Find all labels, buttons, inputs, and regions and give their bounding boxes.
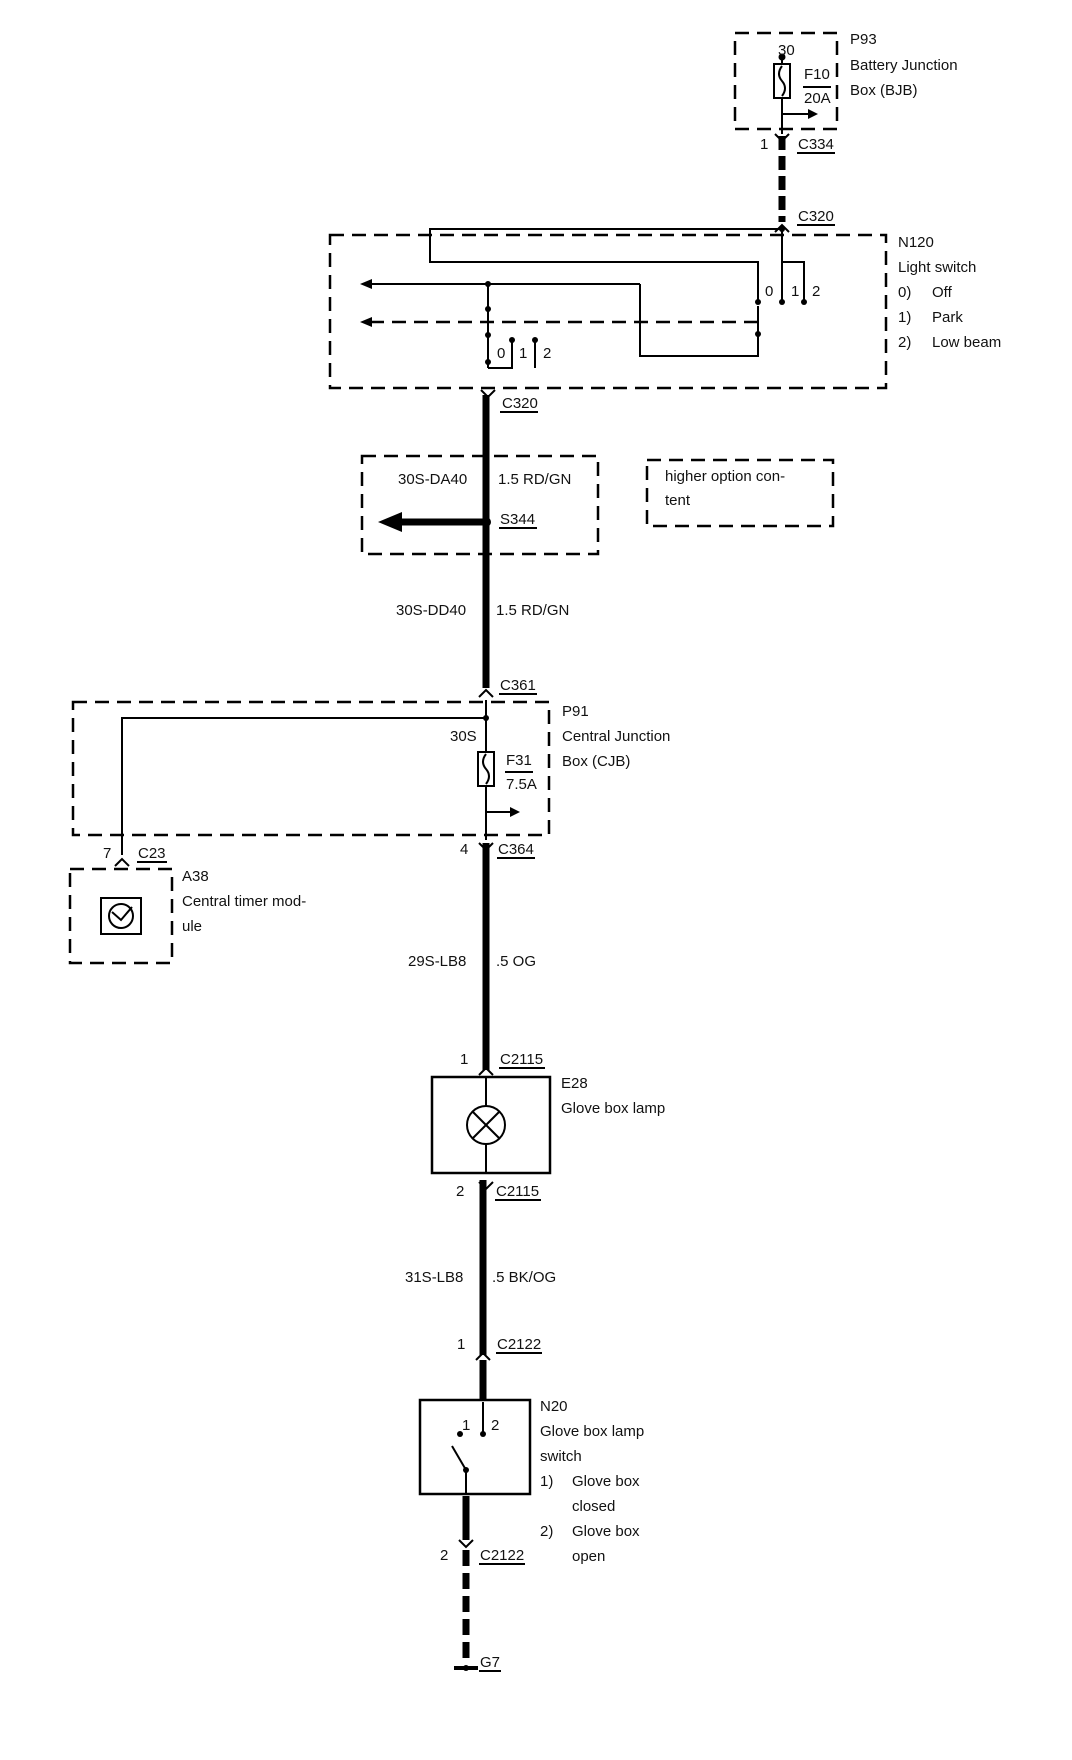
e28-glove-box-lamp: 1 C2115 E28 Glove box lamp 2 C2115 [430,1051,665,1201]
p93-pin: 1 [760,136,768,153]
e28-connector-top: C2115 [500,1051,543,1068]
n20-state0-line1: Glove box [572,1473,640,1490]
timer-module-icon [100,897,142,935]
p93-battery-junction-box: 30 F10 20A P93 Battery Junction Box (BJB… [733,31,958,154]
splice-wire: 1.5 RD/GN [498,471,571,488]
31s-wire: .5 BK/OG [492,1269,556,1286]
splice-id: S344 [500,511,535,528]
n120-lower-pos0: 0 [497,345,505,362]
splice-circuit: 30S-DA40 [398,471,467,488]
wire-31s-lb8-labels: 31S-LB8 .5 BK/OG [405,1269,556,1286]
n120-id: N120 [898,234,934,251]
p91-name-line1: Central Junction [562,728,670,745]
n20-contact2: 2 [491,1417,499,1434]
a38-pin: 7 [103,845,111,862]
n20-state1-line1: Glove box [572,1523,640,1540]
n120-state2-label: Low beam [932,334,1001,351]
a38-name-line1: Central timer mod- [182,893,306,910]
fuse-icon [477,751,495,787]
arrow-icon [782,109,818,119]
e28-pin-bottom: 2 [456,1183,464,1200]
p91-rating: 7.5A [506,776,537,793]
ground-icon [454,1665,478,1671]
splice-s344: 30S-DA40 1.5 RD/GN S344 [360,454,600,556]
p93-terminal: 30 [778,42,795,59]
n120-pos1: 1 [791,283,799,300]
n20-connector-top: C2122 [497,1336,541,1353]
wire-30s-dd40-labels: 30S-DD40 1.5 RD/GN [396,602,569,619]
dd40-wire: 1.5 RD/GN [496,602,569,619]
a38-name-line2: ule [182,918,202,935]
31s-circuit: 31S-LB8 [405,1269,463,1286]
n20-state0-line2: closed [572,1498,615,1515]
p93-id: P93 [850,31,877,48]
n120-state0-num: 0) [898,284,911,301]
n120-lower-pos1: 1 [519,345,527,362]
p91-fuse: F31 [506,752,532,769]
n120-state1-label: Park [932,309,963,326]
n120-connector-bottom: C320 [502,395,538,412]
a38-id: A38 [182,868,209,885]
n20-state0-num: 1) [540,1473,553,1490]
n120-pos2: 2 [812,283,820,300]
ground-id: G7 [480,1654,500,1671]
n120-light-switch: C320 0 1 2 0 1 2 N120 L [328,208,1001,413]
option-note-line2: tent [665,492,691,509]
p91-terminal: 30S [450,728,477,745]
p91-name-line2: Box (CJB) [562,753,630,770]
p93-connector: C334 [798,136,834,153]
n20-contact1: 1 [462,1417,470,1434]
p91-pin-bottom: 4 [460,841,468,858]
switch-icon [451,1402,486,1494]
p93-name-line1: Battery Junction [850,57,958,74]
n20-state1-line2: open [572,1548,605,1565]
wire-29s-lb8-labels: 29S-LB8 .5 OG [408,953,536,970]
p91-connector-top: C361 [500,677,536,694]
n120-state2-num: 2) [898,334,911,351]
n120-pos0: 0 [765,283,773,300]
p93-fuse: F10 [804,66,830,83]
e28-connector-bottom: C2115 [496,1183,539,1200]
n120-state0-label: Off [932,284,953,301]
p91-id: P91 [562,703,589,720]
p93-rating: 20A [804,90,831,107]
n20-id: N20 [540,1398,568,1415]
option-note-box: higher option con- tent [645,458,835,528]
n20-name-line2: switch [540,1448,582,1465]
n20-glove-box-lamp-switch: 1 C2122 1 2 N20 Glove box lamp switch 1)… [418,1336,644,1565]
lb8-wire: .5 OG [496,953,536,970]
n20-pin-top: 1 [457,1336,465,1353]
n120-state1-num: 1) [898,309,911,326]
p91-connector-bottom: C364 [498,841,534,858]
a38-connector: C23 [138,845,166,862]
n20-connector-bottom: C2122 [480,1547,524,1564]
e28-name: Glove box lamp [561,1100,665,1117]
option-note-line1: higher option con- [665,468,785,485]
p91-central-junction-box: C361 30S F31 7.5A P91 Central Junction B… [71,677,670,859]
n120-lower-pos2: 2 [543,345,551,362]
arrow-icon [486,807,520,817]
arrow-icon [378,512,402,532]
n20-state1-num: 2) [540,1523,553,1540]
fuse-icon [773,63,791,99]
lb8-circuit: 29S-LB8 [408,953,466,970]
a38-central-timer-module: 7 C23 A38 Central timer mod- ule [68,845,306,965]
p93-name-line2: Box (BJB) [850,82,918,99]
n20-name-line1: Glove box lamp [540,1423,644,1440]
n120-connector-top: C320 [798,208,834,225]
e28-pin-top: 1 [460,1051,468,1068]
n120-name: Light switch [898,259,976,276]
e28-id: E28 [561,1075,588,1092]
dd40-circuit: 30S-DD40 [396,602,466,619]
n20-pin-bottom: 2 [440,1547,448,1564]
